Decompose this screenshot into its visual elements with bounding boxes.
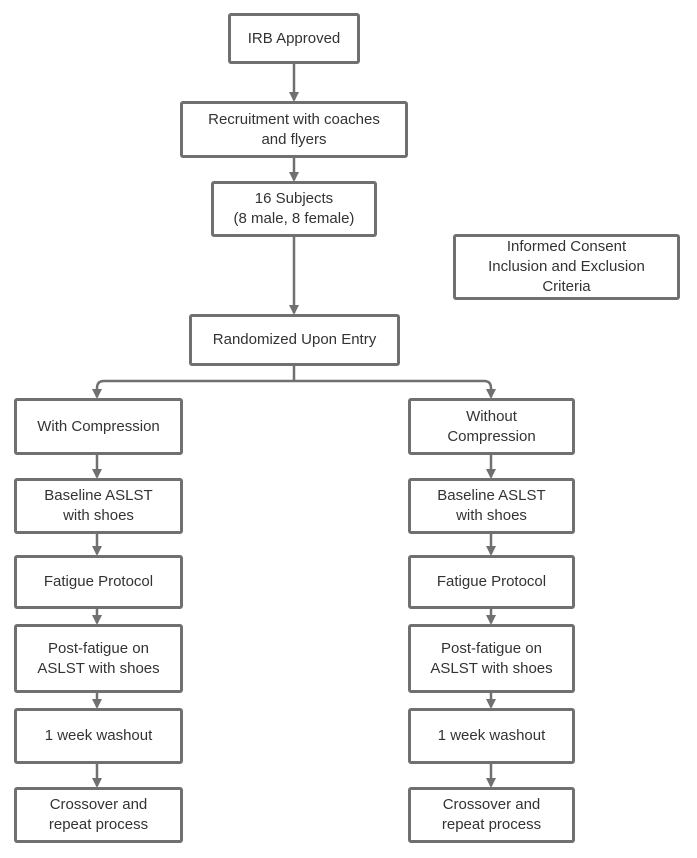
recruitment-label: Recruitment with coaches and flyers: [208, 110, 380, 148]
crossover-box-left: Crossover and repeat process: [14, 787, 183, 843]
post-fatigue-box-right: Post-fatigue on ASLST with shoes: [408, 624, 575, 693]
baseline-box-right: Baseline ASLST with shoes: [408, 478, 575, 534]
washout-box-right: 1 week washout: [408, 708, 575, 764]
without-compression-box: Without Compression: [408, 398, 575, 455]
informed-consent-box: Informed Consent Inclusion and Exclusion…: [453, 234, 680, 300]
post-fatigue-box-left: Post-fatigue on ASLST with shoes: [14, 624, 183, 693]
split-branch-right: [294, 379, 496, 399]
baseline-box-left: Baseline ASLST with shoes: [14, 478, 183, 534]
split-branch-left: [92, 379, 294, 399]
baseline-label-right: Baseline ASLST with shoes: [437, 487, 546, 524]
post-fatigue-label-right: Post-fatigue on ASLST with shoes: [430, 639, 553, 677]
crossover-box-right: Crossover and repeat process: [408, 787, 575, 843]
with-compression-box: With Compression: [14, 398, 183, 455]
washout-label-right: 1 week washout: [437, 727, 546, 744]
fatigue-label-right: Fatigue Protocol: [436, 573, 547, 590]
crossover-label-right: Crossover and repeat process: [441, 796, 542, 833]
without-compression-label: Without Compression: [447, 407, 536, 445]
post-fatigue-label-left: Post-fatigue on ASLST with shoes: [37, 639, 160, 677]
crossover-label-left: Crossover and repeat process: [48, 796, 149, 833]
washout-box-left: 1 week washout: [14, 708, 183, 764]
with-compression-label: With Compression: [37, 417, 160, 435]
fatigue-box-left: Fatigue Protocol: [14, 555, 183, 609]
subjects-label: 16 Subjects (8 male, 8 female): [233, 190, 355, 227]
fatigue-box-right: Fatigue Protocol: [408, 555, 575, 609]
irb-approved-box: IRB Approved: [228, 13, 360, 64]
fatigue-label-left: Fatigue Protocol: [43, 573, 154, 590]
subjects-box: 16 Subjects (8 male, 8 female): [211, 181, 377, 237]
washout-label-left: 1 week washout: [44, 727, 153, 744]
randomized-box: Randomized Upon Entry: [189, 314, 400, 366]
baseline-label-left: Baseline ASLST with shoes: [44, 487, 153, 524]
irb-approved-label: IRB Approved: [247, 29, 341, 47]
informed-consent-label: Informed Consent Inclusion and Exclusion…: [488, 238, 645, 295]
randomized-label: Randomized Upon Entry: [212, 331, 377, 348]
recruitment-box: Recruitment with coaches and flyers: [180, 101, 408, 158]
